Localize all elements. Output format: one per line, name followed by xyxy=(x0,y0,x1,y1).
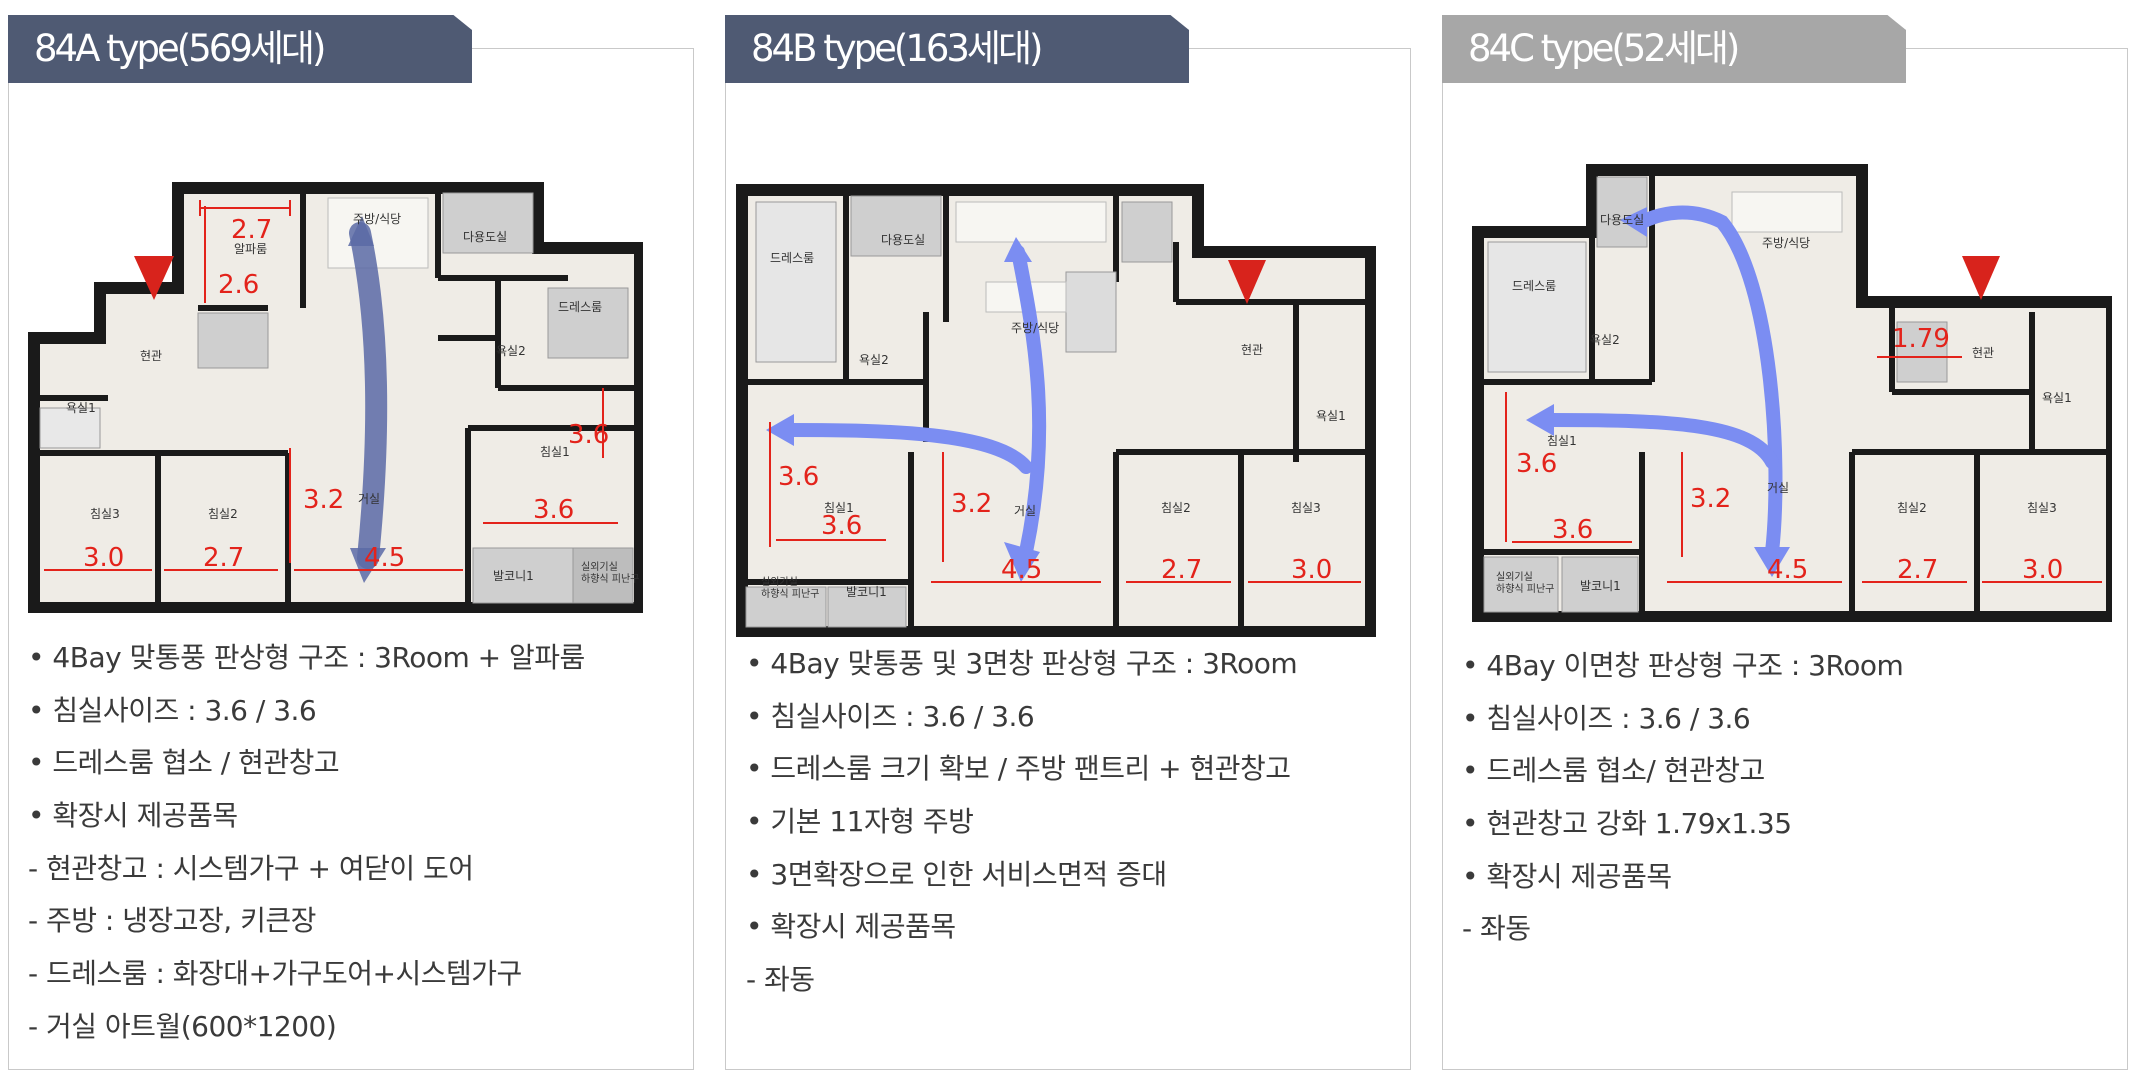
feature-item: - 드레스룸 : 화장대+가구도어+시스템가구 xyxy=(28,957,522,991)
dim-living-width: 4.5 xyxy=(1001,555,1042,585)
dim-bed2-width: 2.7 xyxy=(1897,555,1938,585)
unit-84b-features: • 4Bay 맞통풍 및 3면창 판상형 구조 : 3Room • 침실사이즈 … xyxy=(746,638,1298,1007)
unit-84c-title: 84C type(52세대) xyxy=(1442,15,1906,83)
dim-living-width: 4.5 xyxy=(364,543,405,573)
dim-bed1-width: 3.6 xyxy=(1552,515,1593,545)
room-label-dress: 드레스룸 xyxy=(770,251,814,265)
room-label-entrance: 현관 xyxy=(140,349,162,363)
dim-bed3-width: 3.0 xyxy=(2022,555,2063,585)
room-label-bath2: 욕실2 xyxy=(1590,333,1620,347)
dim-living-width: 4.5 xyxy=(1767,555,1808,585)
room-label-bath1: 욕실1 xyxy=(1316,409,1346,423)
room-label-living: 거실 xyxy=(1767,481,1789,495)
dim-living-height: 3.2 xyxy=(951,489,992,519)
feature-item: • 확장시 제공품목 xyxy=(1462,859,1672,893)
feature-item: • 3면확장으로 인한 서비스면적 증대 xyxy=(746,857,1167,891)
room-label-bed2: 침실2 xyxy=(1161,501,1191,515)
dim-bed1-height: 3.6 xyxy=(778,462,819,492)
dim-bed2-width: 2.7 xyxy=(203,543,244,573)
unit-84a-features: • 4Bay 맞통풍 판상형 구조 : 3Room + 알파룸 • 침실사이즈 … xyxy=(28,632,585,1054)
feature-item: • 4Bay 맞통풍 및 3면창 판상형 구조 : 3Room xyxy=(746,647,1298,680)
room-label-bed3: 침실3 xyxy=(1291,501,1321,515)
room-label-balcony: 발코니1 xyxy=(493,569,534,583)
room-label-bed2: 침실2 xyxy=(1897,501,1927,515)
circulation-arrow-icon xyxy=(349,222,388,569)
entrance-marker-icon xyxy=(1228,260,1266,304)
unit-84c-features: • 4Bay 이면창 판상형 구조 : 3Room • 침실사이즈 : 3.6 … xyxy=(1462,640,1904,956)
feature-item: • 침실사이즈 : 3.6 / 3.6 xyxy=(746,699,1035,733)
feature-item: - 주방 : 냉장고장, 키큰장 xyxy=(28,904,316,938)
room-label-dress: 드레스룸 xyxy=(558,300,602,314)
dim-bed1-height: 3.6 xyxy=(568,420,609,450)
room-label-entrance: 현관 xyxy=(1972,346,1994,360)
dim-living-height: 3.2 xyxy=(303,485,344,515)
room-label-bath2: 욕실2 xyxy=(859,353,889,367)
room-label-bath1: 욕실1 xyxy=(2042,391,2072,405)
room-label-bed3: 침실3 xyxy=(2027,501,2057,515)
dim-alpha-height: 2.6 xyxy=(218,270,259,300)
dim-entrance-width: 1.79 xyxy=(1892,324,1950,354)
room-label-bath1: 욕실1 xyxy=(66,401,96,415)
room-label-entrance: 현관 xyxy=(1241,343,1263,357)
feature-item: - 현관창고 : 시스템가구 + 여닫이 도어 xyxy=(28,851,474,885)
room-label-balcony: 발코니1 xyxy=(1580,579,1621,593)
feature-item: • 4Bay 맞통풍 판상형 구조 : 3Room + 알파룸 xyxy=(28,641,585,674)
dim-alpha-width: 2.7 xyxy=(231,215,272,245)
room-label-utility: 다용도실 xyxy=(463,230,507,244)
room-label-alpha: 알파룸 xyxy=(234,242,267,256)
unit-84a-title: 84A type(569세대) xyxy=(8,15,472,83)
circulation-arrow-icon xyxy=(784,423,1033,474)
room-label-kitchen: 주방/식당 xyxy=(1762,236,1810,250)
entrance-marker-icon xyxy=(134,256,174,300)
dim-bed3-width: 3.0 xyxy=(83,543,124,573)
dim-living-height: 3.2 xyxy=(1690,484,1731,514)
feature-item: • 4Bay 이면창 판상형 구조 : 3Room xyxy=(1462,649,1904,682)
circulation-arrow-icon xyxy=(1011,245,1047,559)
feature-item: • 드레스룸 협소 / 현관창고 xyxy=(28,746,340,780)
feature-item: • 드레스룸 크기 확보 / 주방 팬트리 + 현관창고 xyxy=(746,752,1291,786)
room-label-kitchen: 주방/식당 xyxy=(1011,321,1059,335)
room-label-bed1: 침실1 xyxy=(540,445,570,459)
feature-item: • 확장시 제공품목 xyxy=(28,799,238,833)
room-label-bath2: 욕실2 xyxy=(496,344,526,358)
feature-item: • 기본 11자형 주방 xyxy=(746,805,974,839)
circulation-arrow-icon xyxy=(1545,413,1779,469)
dim-bed2-width: 2.7 xyxy=(1161,555,1202,585)
room-label-kitchen: 주방/식당 xyxy=(353,212,401,226)
feature-item: - 거실 아트월(600*1200) xyxy=(28,1009,337,1043)
unit-84c-floor-plan: 다용도실 주방/식당 드레스룸 욕실2 현관 욕실1 침실1 거실 침실2 침실… xyxy=(1472,164,2112,622)
room-label-bed3: 침실3 xyxy=(90,507,120,521)
room-label-utility: 다용도실 xyxy=(1600,213,1644,227)
feature-item: - 좌동 xyxy=(746,963,815,997)
unit-84b-title: 84B type(163세대) xyxy=(725,15,1189,83)
room-label-living: 거실 xyxy=(1014,504,1036,518)
room-label-balcony: 발코니1 xyxy=(846,585,887,599)
dim-bed1-width: 3.6 xyxy=(533,495,574,525)
room-label-bed1: 침실1 xyxy=(1547,434,1577,448)
feature-item: • 현관창고 강화 1.79x1.35 xyxy=(1462,807,1792,841)
room-label-utility: 다용도실 xyxy=(881,233,925,247)
entrance-marker-icon xyxy=(1962,256,2000,300)
room-label-bed1: 침실1 xyxy=(824,501,854,515)
room-label-bed2: 침실2 xyxy=(208,507,238,521)
room-label-dress: 드레스룸 xyxy=(1512,279,1556,293)
dim-bed1-width: 3.6 xyxy=(821,511,862,541)
dim-bed3-width: 3.0 xyxy=(1291,555,1332,585)
feature-item: • 침실사이즈 : 3.6 / 3.6 xyxy=(1462,701,1751,735)
feature-item: - 좌동 xyxy=(1462,912,1531,946)
unit-84b-floor-plan: 드레스룸 다용도실 주방/식당 욕실2 현관 욕실1 침실1 거실 침실2 침실… xyxy=(736,184,1376,637)
feature-item: • 확장시 제공품목 xyxy=(746,910,956,944)
feature-item: • 침실사이즈 : 3.6 / 3.6 xyxy=(28,693,317,727)
feature-item: • 드레스룸 협소/ 현관창고 xyxy=(1462,754,1765,788)
circulation-arrow-icon xyxy=(1635,205,1783,559)
dim-bed1-height: 3.6 xyxy=(1516,449,1557,479)
room-label-living: 거실 xyxy=(358,492,380,506)
unit-84a-floor-plan: 알파룸 주방/식당 다용도실 드레스룸 욕실2 현관 욕실1 침실1 침실3 침… xyxy=(28,182,643,613)
